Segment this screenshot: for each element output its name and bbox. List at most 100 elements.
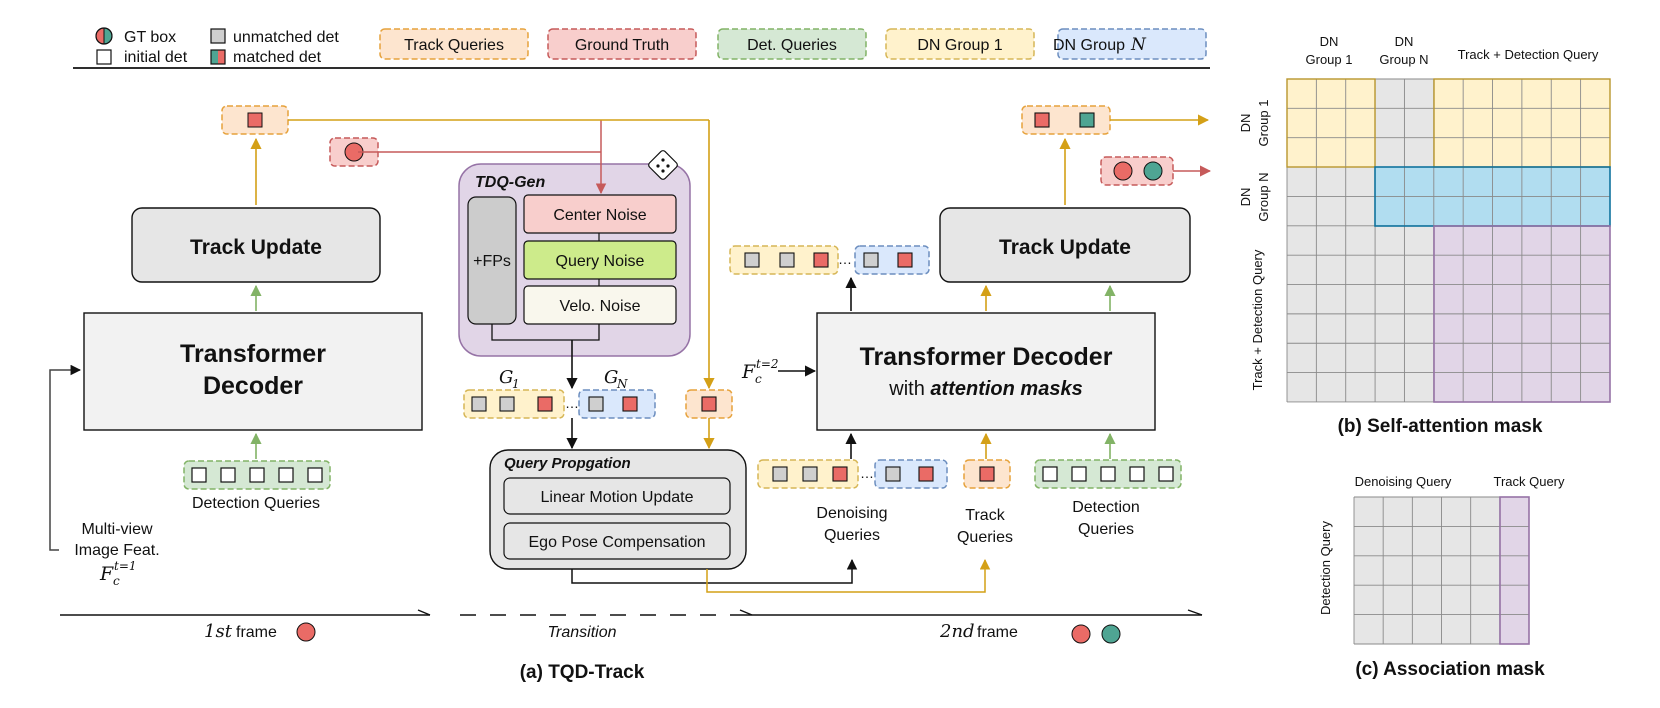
query-noise-block — [523, 240, 677, 280]
initial-det-box — [1071, 466, 1087, 482]
initial-det-box — [249, 467, 265, 483]
detection-queries-line1: Detection — [1072, 499, 1140, 516]
sa-col-track: Track + Detection Query — [1458, 47, 1599, 62]
frame1-decoder-line1: Transformer — [180, 340, 326, 368]
frame1-transformer-decoder — [83, 312, 423, 431]
matched-det-box — [247, 112, 263, 128]
matched-det-box — [537, 396, 553, 412]
frame2-decoder-line1: Transformer Decoder — [860, 343, 1113, 371]
fps-label: +FPs — [473, 253, 511, 270]
unmatched-det-box — [772, 466, 788, 482]
initial-det-box — [1042, 466, 1058, 482]
decoder-line2-emph: attention masks — [930, 378, 1082, 400]
image-feat-line1: Multi-view — [81, 521, 153, 538]
gn-sub: N — [616, 377, 628, 391]
unmatched-det-box — [802, 466, 818, 482]
ellipsis: … — [860, 465, 874, 481]
sa-dn1-dn1 — [1287, 79, 1375, 167]
unmatched-det-box — [744, 252, 760, 268]
sa-col-dnn-line2: Group N — [1379, 52, 1428, 67]
legend-unmatched-det: unmatched det — [233, 29, 339, 46]
legend-det-queries-swatch — [717, 28, 867, 60]
track-queries-line2: Queries — [957, 529, 1013, 546]
frame1-track-update-label: Track Update — [190, 236, 322, 259]
second-frame-num: 2nd — [939, 621, 975, 642]
frame2-track-update-label: Track Update — [999, 236, 1131, 259]
center-noise-block — [523, 194, 677, 234]
frame2-decoder-line2: with attention masks — [888, 378, 1082, 400]
timeline-tick — [739, 609, 753, 616]
matched-det-box — [832, 466, 848, 482]
g1-symbol: G — [499, 367, 513, 388]
frame1-detection-queries-label: Detection Queries — [192, 495, 320, 512]
initial-det-box — [307, 467, 323, 483]
sa-row-dnn-line2: Group N — [1256, 172, 1271, 221]
dice-icon — [648, 150, 678, 180]
assoc-col-denoising: Denoising Query — [1355, 474, 1452, 489]
sa-dn1-outline — [1286, 78, 1376, 168]
legend-dn-group-n-swatch — [1057, 28, 1207, 60]
frame1-decoder-line2: Decoder — [203, 372, 303, 400]
assoc-row-detection: Detection Query — [1318, 521, 1333, 615]
legend: GT box initial det unmatched det matched… — [95, 27, 1207, 66]
linear-motion-block — [503, 477, 731, 515]
gt-box-circle — [1143, 161, 1163, 181]
frame1-track-update — [131, 207, 381, 283]
matched-det-box — [1034, 112, 1050, 128]
sa-row-dnn-line1: DN — [1238, 188, 1253, 207]
matched-det-box — [701, 396, 717, 412]
matched-det-box — [979, 466, 995, 482]
gt-box-circle — [1071, 624, 1091, 644]
legend-dn-group-1: DN Group 1 — [917, 37, 1002, 54]
query-noise-label: Query Noise — [556, 253, 645, 270]
g1-sub: 1 — [512, 377, 520, 391]
arrow-propagation-to-track — [706, 558, 991, 593]
sa-col-dnn-line1: DN — [1395, 34, 1414, 49]
gt-box-circle — [296, 622, 316, 642]
caption-a: (a) TQD-Track — [520, 662, 645, 683]
unmatched-det-box — [499, 396, 515, 412]
feat-t2-symbol: F — [741, 361, 756, 383]
denoising-queries-line2: Queries — [824, 527, 880, 544]
decoder-line2-prefix: with — [888, 378, 930, 400]
sa-row-dn1-line1: DN — [1238, 114, 1253, 133]
velo-noise-block — [523, 285, 677, 325]
gt-box-circle — [1101, 624, 1121, 644]
legend-gt-box: GT box — [124, 29, 176, 46]
unmatched-det-box — [471, 396, 487, 412]
assoc-col-track: Track Query — [1493, 474, 1565, 489]
detection-queries-line2: Queries — [1078, 521, 1134, 538]
legend-dn-group-n: DN Group — [1053, 37, 1125, 54]
legend-ground-truth: Ground Truth — [575, 37, 669, 54]
transition-label: Transition — [547, 624, 616, 641]
track-queries-line1: Track — [965, 507, 1005, 524]
legend-track-queries: Track Queries — [404, 37, 504, 54]
tdq-gen-panel: TDQ-Gen +FPs Center Noise Query Noise Ve… — [329, 120, 991, 593]
feat-t1-symbol: F — [99, 563, 114, 585]
linear-motion-label: Linear Motion Update — [541, 489, 694, 506]
legend-initial-det: initial det — [124, 49, 188, 66]
frame2-transformer-decoder — [816, 312, 1156, 431]
matched-det-box — [1079, 112, 1095, 128]
legend-matched-det: matched det — [233, 49, 322, 66]
velo-noise-label: Velo. Noise — [560, 298, 641, 315]
matched-det-icon — [210, 49, 226, 65]
frame2-panel: … Track Update F c t=2 Transformer Decod… — [729, 105, 1212, 546]
legend-dn-group-1-swatch — [885, 28, 1035, 60]
association-panel: Denoising Query Track Query Detection Qu… — [1318, 474, 1565, 680]
matched-det-box — [918, 466, 934, 482]
tdq-gen-title: TDQ-Gen — [475, 174, 545, 191]
initial-det-icon — [96, 49, 112, 65]
legend-dn-group-n-var: N — [1130, 35, 1147, 55]
self-attention-panel: DN Group 1 DN Group N Track + Detection … — [1238, 34, 1611, 437]
ellipsis: … — [565, 395, 579, 411]
unmatched-det-icon — [210, 28, 226, 44]
unmatched-det-box — [863, 252, 879, 268]
frame2-track-update — [939, 207, 1191, 283]
sa-track-outline — [1433, 225, 1611, 403]
sa-col-dn1-line1: DN — [1320, 34, 1339, 49]
caption-c: (c) Association mask — [1355, 659, 1545, 680]
gn-symbol: G — [604, 367, 618, 388]
legend-track-queries-swatch — [379, 28, 529, 60]
gt-box-circle — [1113, 161, 1133, 181]
